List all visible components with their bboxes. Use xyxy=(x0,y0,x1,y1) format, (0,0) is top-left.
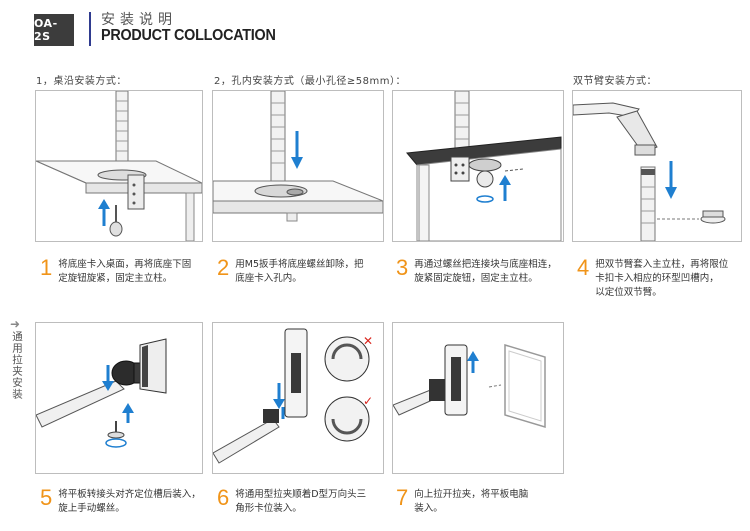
hole-mount-connector-illustration xyxy=(406,91,562,241)
step-number: 2 xyxy=(217,255,230,280)
step-text-line: 底座卡入孔内。 xyxy=(235,273,302,284)
tablet-adapter-illustration xyxy=(36,338,167,448)
step-text-line: 以定位双节臂。 xyxy=(595,287,662,298)
step-number: 7 xyxy=(396,485,409,510)
step-text-line: 将通用型拉夹顺着D型万向头三 xyxy=(235,489,367,500)
step-text-line: 角形卡位装入。 xyxy=(235,503,302,514)
step-number: 4 xyxy=(577,255,590,280)
step-number: 5 xyxy=(40,485,53,510)
step-text-line: 向上拉开拉夹，将平板电脑 xyxy=(414,489,529,500)
step-4: 4 把双节臂套入主立柱，再将限位卡扣卡入相应的环型凹槽内， 以定位双节臂。 xyxy=(577,255,729,300)
panel-step-5 xyxy=(35,322,203,474)
step-6: 6 将通用型拉夹顺着D型万向头三角形卡位装入。 xyxy=(217,485,367,516)
step-text-line: 把双节臂套入主立柱，再将限位 xyxy=(595,259,729,270)
panel-step-7 xyxy=(392,322,564,474)
desk-clamp-illustration xyxy=(36,91,202,241)
hole-mount-illustration xyxy=(213,91,383,222)
step-7: 7 向上拉开拉夹，将平板电脑装入。 xyxy=(396,485,529,516)
side-label: 通用拉夹安装 xyxy=(11,331,23,400)
panel-step-1 xyxy=(35,90,203,242)
title-divider xyxy=(89,12,91,46)
section-label-desk-edge: 1，桌沿安装方式： xyxy=(36,76,127,87)
panel-step-6: ✕ ✓ xyxy=(212,322,384,474)
step-text-line: 定旋钮旋紧，固定主立柱。 xyxy=(58,273,173,284)
model-badge: OA-2S xyxy=(34,14,74,46)
step-text-line: 将平板转接头对齐定位槽后装入， xyxy=(58,489,201,500)
step-number: 6 xyxy=(217,485,230,510)
step-5: 5 将平板转接头对齐定位槽后装入， 旋上手动螺丝。 xyxy=(40,485,201,516)
double-arm-illustration xyxy=(573,102,726,241)
section-label-double-arm: 双节臂安装方式： xyxy=(573,76,657,87)
step-1: 1 将底座卡入桌面，再将底座下固定旋钮旋紧，固定主立柱。 xyxy=(40,255,192,286)
step-text-line: 再通过螺丝把连接块与底座相连， xyxy=(414,259,557,270)
step-text-line: 旋紧固定旋钮，固定主立柱。 xyxy=(414,273,538,284)
step-number: 1 xyxy=(40,255,53,280)
step-number: 3 xyxy=(396,255,409,280)
wrong-icon: ✕ xyxy=(363,334,373,348)
page-title-en: PRODUCT COLLOCATION xyxy=(101,27,276,44)
step-text-line: 装入。 xyxy=(414,503,443,514)
step-text-line: 卡扣卡入相应的环型凹槽内， xyxy=(595,273,719,284)
arrow-right-icon: ➜ xyxy=(10,317,21,331)
step-3: 3 再通过螺丝把连接块与底座相连， 旋紧固定旋钮，固定主立柱。 xyxy=(396,255,557,286)
section-label-hole: 2，孔内安装方式（最小孔径≥58mm）： xyxy=(214,76,406,87)
install-tablet-illustration xyxy=(393,343,546,429)
universal-clamp-illustration: ✕ ✓ xyxy=(213,328,373,464)
step-text-line: 将底座卡入桌面，再将底座下固 xyxy=(58,259,192,270)
panel-step-2 xyxy=(212,90,384,242)
step-text-line: 用M5扳手将底座螺丝卸除，把 xyxy=(235,259,364,270)
panel-step-4 xyxy=(572,90,742,242)
page-title-cn: 安装说明 xyxy=(101,12,177,28)
step-2: 2 用M5扳手将底座螺丝卸除，把底座卡入孔内。 xyxy=(217,255,364,286)
panel-step-3 xyxy=(392,90,564,242)
step-text-line: 旋上手动螺丝。 xyxy=(58,503,125,514)
check-icon: ✓ xyxy=(363,394,373,408)
